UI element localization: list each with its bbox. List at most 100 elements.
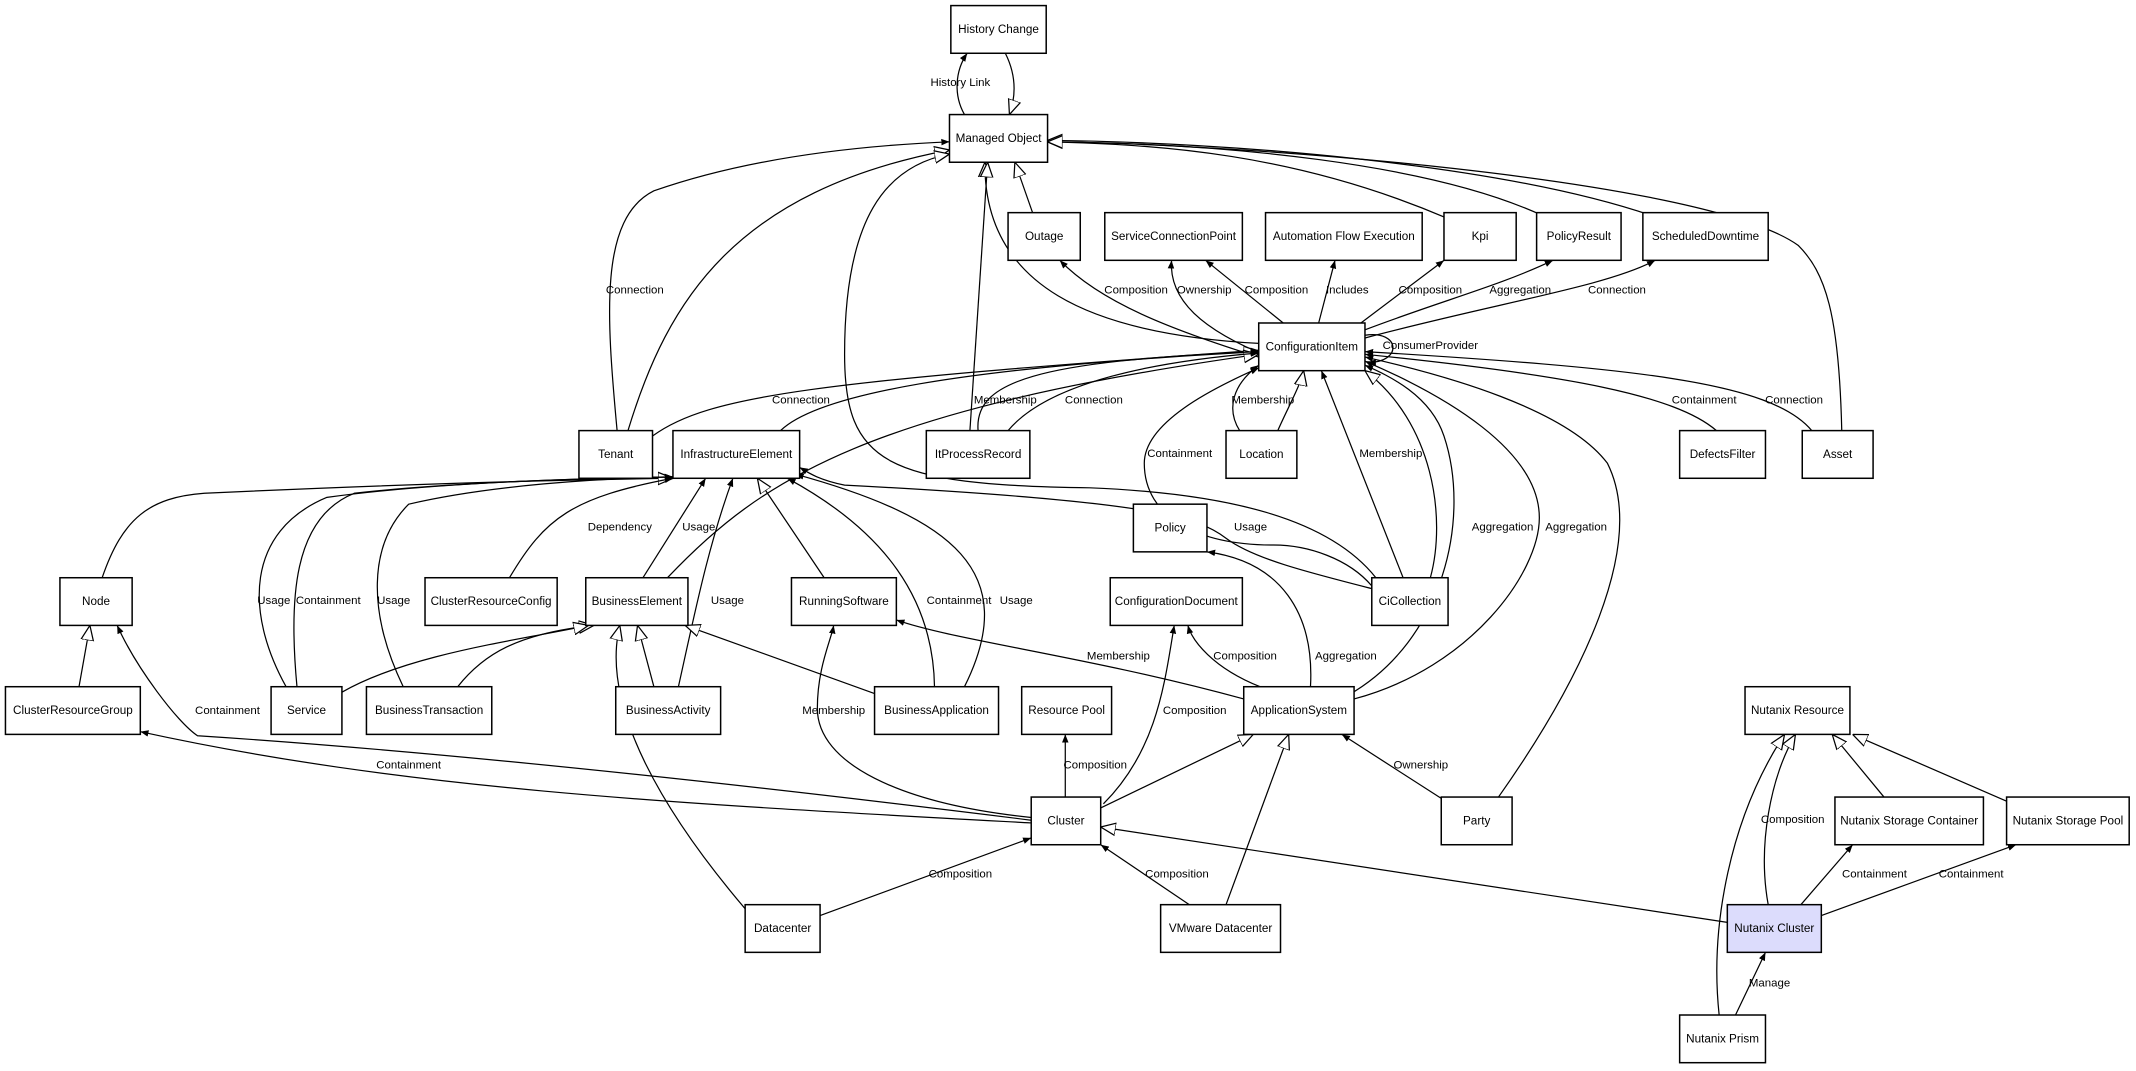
class-node-vdc[interactable]: VMware Datacenter xyxy=(1159,903,1282,954)
edge-label: Containment xyxy=(1147,448,1213,460)
class-node-mo[interactable]: Managed Object xyxy=(948,113,1049,163)
node-box xyxy=(614,685,722,736)
association-edge-bt-to-ie xyxy=(376,473,673,687)
node-box xyxy=(424,576,558,627)
edge-label: Containment xyxy=(195,705,261,717)
class-node-ci[interactable]: ConfigurationItem xyxy=(1257,322,1366,372)
class-node-kpi[interactable]: Kpi xyxy=(1443,211,1517,262)
edge-label: Membership xyxy=(1231,395,1294,407)
class-node-bt[interactable]: BusinessTransaction xyxy=(365,685,493,736)
class-node-sd[interactable]: ScheduledDowntime xyxy=(1642,211,1769,262)
edge-label: Connection xyxy=(1065,395,1123,407)
class-node-node[interactable]: Node xyxy=(59,576,133,627)
class-node-crg[interactable]: ClusterResourceGroup xyxy=(4,685,142,736)
node-box xyxy=(4,685,142,736)
node-label: BusinessApplication xyxy=(884,704,989,717)
node-label: Nutanix Resource xyxy=(1751,704,1844,717)
edge-label: Connection xyxy=(1765,395,1823,407)
node-label: ApplicationSystem xyxy=(1251,704,1347,717)
association-edge-dc-to-cluster xyxy=(819,837,1032,917)
association-edge-cluster-to-cd xyxy=(1102,625,1177,805)
class-node-scp[interactable]: ServiceConnectionPoint xyxy=(1104,211,1244,262)
node-box xyxy=(744,903,821,954)
node-label: ConfigurationDocument xyxy=(1115,595,1239,608)
node-box xyxy=(2005,796,2130,846)
association-edge-as-to-rs xyxy=(896,619,1244,700)
edge-label: Manage xyxy=(1749,978,1790,990)
class-node-dc[interactable]: Datacenter xyxy=(744,903,821,954)
association-edge-tenant-to-ci xyxy=(652,347,1259,437)
class-node-as[interactable]: ApplicationSystem xyxy=(1242,685,1355,736)
class-node-nr[interactable]: Nutanix Resource xyxy=(1744,685,1851,736)
class-node-pr[interactable]: PolicyResult xyxy=(1535,211,1622,262)
edge-label: Ownership xyxy=(1177,284,1232,296)
class-node-nsc[interactable]: Nutanix Storage Container xyxy=(1834,796,1985,846)
class-node-asset[interactable]: Asset xyxy=(1801,429,1874,480)
generalization-edge-outage-to-mo xyxy=(1015,162,1034,213)
edge-label: ConsumerProvider xyxy=(1383,340,1479,352)
class-node-policy[interactable]: Policy xyxy=(1132,503,1208,553)
association-edge-party-to-ci xyxy=(1364,355,1621,798)
edge-label: Usage xyxy=(1234,521,1267,533)
node-label: Datacenter xyxy=(754,922,811,935)
node-label: Resource Pool xyxy=(1028,704,1105,717)
association-edge-crc-to-ie xyxy=(508,476,674,579)
edge-label: Composition xyxy=(1063,760,1127,772)
class-node-loc[interactable]: Location xyxy=(1225,429,1298,480)
association-edge-ci-to-afe xyxy=(1318,260,1337,324)
class-node-outage[interactable]: Outage xyxy=(1007,211,1082,262)
association-edge-bapp-to-ie xyxy=(787,477,936,687)
class-node-ipr[interactable]: ItProcessRecord xyxy=(925,429,1031,480)
class-node-nsp[interactable]: Nutanix Storage Pool xyxy=(2005,796,2130,846)
edge-label: Composition xyxy=(1145,869,1209,881)
class-node-tenant[interactable]: Tenant xyxy=(578,429,654,480)
generalization-edge-tenant-to-mo xyxy=(627,150,949,431)
class-node-crc[interactable]: ClusterResourceConfig xyxy=(424,576,558,627)
class-node-ba[interactable]: BusinessActivity xyxy=(614,685,722,736)
association-edge-as-to-cd xyxy=(1186,625,1261,688)
class-node-hc[interactable]: History Change xyxy=(950,4,1047,55)
node-box xyxy=(1257,322,1366,372)
class-node-party[interactable]: Party xyxy=(1440,796,1513,846)
edge-label: Membership xyxy=(1087,651,1150,663)
class-node-be[interactable]: BusinessElement xyxy=(585,576,689,627)
edge-label: Usage xyxy=(682,521,715,533)
edge-label: Containment xyxy=(1842,869,1908,881)
class-node-nc[interactable]: Nutanix Cluster xyxy=(1726,903,1823,954)
class-node-bapp[interactable]: BusinessApplication xyxy=(873,685,1000,736)
class-node-np[interactable]: Nutanix Prism xyxy=(1678,1014,1767,1064)
node-box xyxy=(1443,211,1517,262)
edge-label: Usage xyxy=(257,595,290,607)
class-node-rp[interactable]: Resource Pool xyxy=(1020,685,1113,736)
edge-label: Composition xyxy=(1213,651,1277,663)
node-label: History Change xyxy=(958,23,1039,36)
association-edge-ci-to-kpi xyxy=(1360,259,1445,324)
association-edge-party-to-as xyxy=(1341,733,1442,799)
edge-label: Aggregation xyxy=(1472,521,1534,533)
class-node-afe[interactable]: Automation Flow Execution xyxy=(1264,211,1423,262)
node-box xyxy=(1440,796,1513,846)
generalization-edge-rs-to-ie xyxy=(757,478,825,579)
generalization-edge-kpi-to-mo xyxy=(1048,142,1447,219)
class-node-rs[interactable]: RunningSoftware xyxy=(790,576,898,627)
edge-label: Composition xyxy=(1245,284,1309,296)
class-node-cd[interactable]: ConfigurationDocument xyxy=(1109,576,1244,627)
class-node-df[interactable]: DefectsFilter xyxy=(1678,429,1767,480)
generalization-edge-asset-to-mo xyxy=(1048,142,1843,431)
node-label: Tenant xyxy=(598,448,634,461)
node-label: Location xyxy=(1239,448,1283,461)
node-box xyxy=(1225,429,1298,480)
generalization-edge-cic-to-ci xyxy=(1365,371,1438,578)
class-node-cluster[interactable]: Cluster xyxy=(1030,796,1102,846)
generalization-edge-nc-to-nr xyxy=(1763,734,1795,905)
node-label: ClusterResourceConfig xyxy=(431,595,552,608)
class-node-svc[interactable]: Service xyxy=(270,685,343,736)
node-box xyxy=(950,4,1047,55)
node-box xyxy=(585,576,689,627)
node-box xyxy=(1007,211,1082,262)
generalization-edge-nsp-to-nr xyxy=(1853,734,2007,802)
class-node-ie[interactable]: InfrastructureElement xyxy=(672,429,801,480)
class-node-cic[interactable]: CiCollection xyxy=(1371,576,1449,627)
association-edge-ba-to-ie xyxy=(677,478,734,687)
generalization-edge-crg-to-node xyxy=(78,625,90,687)
